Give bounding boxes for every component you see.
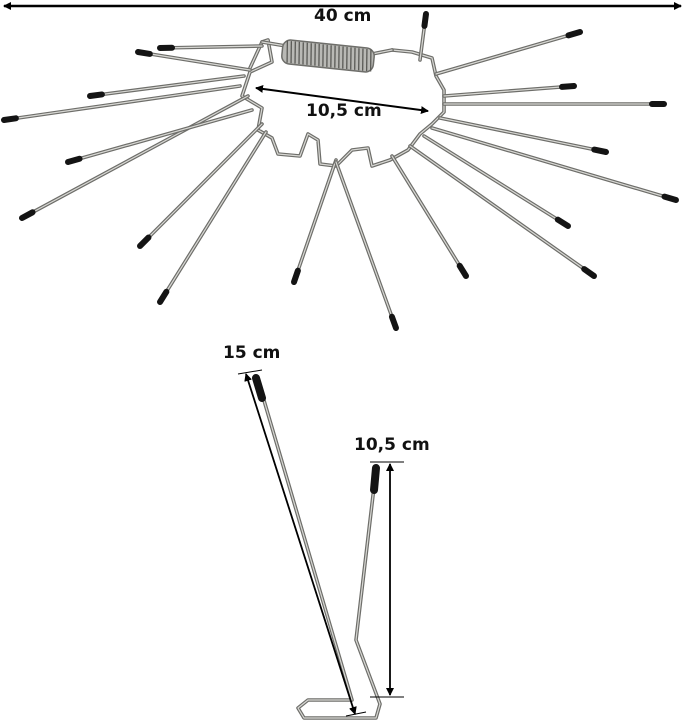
single-arm-detail [252, 374, 382, 720]
spring-coil [281, 39, 375, 73]
wire-arm-highlight [423, 135, 569, 227]
rubber-tip [456, 262, 469, 279]
spring-coil-turn [334, 45, 336, 68]
spring-coil-turn [358, 48, 360, 71]
rubber-tip [565, 29, 583, 39]
spring-coil-turn [294, 41, 296, 64]
inner-width-dimension-line [255, 84, 429, 115]
rubber-tip [291, 267, 301, 285]
spring-coil-turn [306, 42, 308, 65]
detail-arm-wire [256, 378, 382, 720]
wire-ring-highlight [241, 39, 445, 167]
wire-arm-highlight [159, 45, 263, 49]
wire-arm-highlight [67, 109, 253, 163]
spring-coil-turn [302, 42, 304, 65]
rubber-tip [554, 216, 571, 229]
total-width-label: 40 cm [314, 6, 372, 26]
rubber-tip [388, 313, 399, 331]
rubber-tip [137, 234, 152, 249]
detail-arm-wire-highlight [257, 379, 381, 719]
rubber-tip [135, 49, 153, 57]
wire-arm-highlight [21, 95, 249, 219]
arm-height-label: 10,5 cm [354, 435, 430, 455]
spring-coil-turn [346, 46, 348, 70]
wire-arm-highlight [137, 51, 251, 71]
rubber-tip [559, 83, 577, 90]
rubber-tip [87, 91, 105, 99]
spring-coil-turn [318, 44, 320, 67]
spring-coil-turn [354, 47, 356, 70]
wire-arm-highlight [443, 85, 575, 97]
rubber-tip [1, 115, 19, 123]
wire-arm-highlight [89, 75, 245, 97]
rubber-tip [157, 288, 170, 305]
wire-arm-highlight [409, 145, 595, 277]
wire-arm-highlight [435, 31, 581, 75]
rubber-tip [581, 266, 597, 279]
wire-arm-highlight [159, 131, 267, 303]
arm-length-label: 15 cm [223, 343, 281, 363]
wire-arm-highlight [3, 85, 241, 121]
wire-arm-highlight [431, 127, 677, 201]
spring-coil-turn [342, 46, 344, 69]
rubber-tip [591, 146, 609, 155]
spring-coil-turn [338, 46, 340, 69]
spring-coil-turn [362, 48, 364, 71]
wire-arm-highlight [335, 161, 397, 329]
spring-coil-turn [298, 41, 300, 65]
arm-length-dimension-line [237, 369, 367, 717]
spring-coil-turn [350, 47, 352, 70]
wire-arm-highlight [139, 123, 263, 247]
wire-lid-holder [1, 11, 679, 331]
wire-ring-top-highlight [261, 41, 393, 55]
wire-arm-highlight [293, 159, 337, 283]
detail-long-tip [252, 374, 266, 402]
spring-coil-turn [286, 40, 289, 63]
spring-coil-turn [314, 43, 316, 66]
arm-height-dimension-line [370, 461, 404, 698]
rubber-tip [661, 193, 679, 203]
spring-coil-turn [326, 44, 328, 67]
detail-short-tip [370, 464, 380, 494]
rubber-tip [421, 11, 429, 29]
spring-coil-turn [322, 44, 324, 67]
spring-coil-turn [330, 45, 332, 68]
spring-coil-turn [365, 49, 368, 72]
inner-width-label: 10,5 cm [306, 101, 382, 121]
wire-arm-highlight [391, 155, 467, 277]
spring-coil-turn [369, 49, 372, 72]
wire-arm-highlight [439, 117, 607, 153]
rubber-tip [19, 209, 36, 221]
spring-coil-turn [290, 41, 293, 64]
rubber-tip [65, 155, 83, 165]
spring-coil-turn [310, 43, 312, 66]
